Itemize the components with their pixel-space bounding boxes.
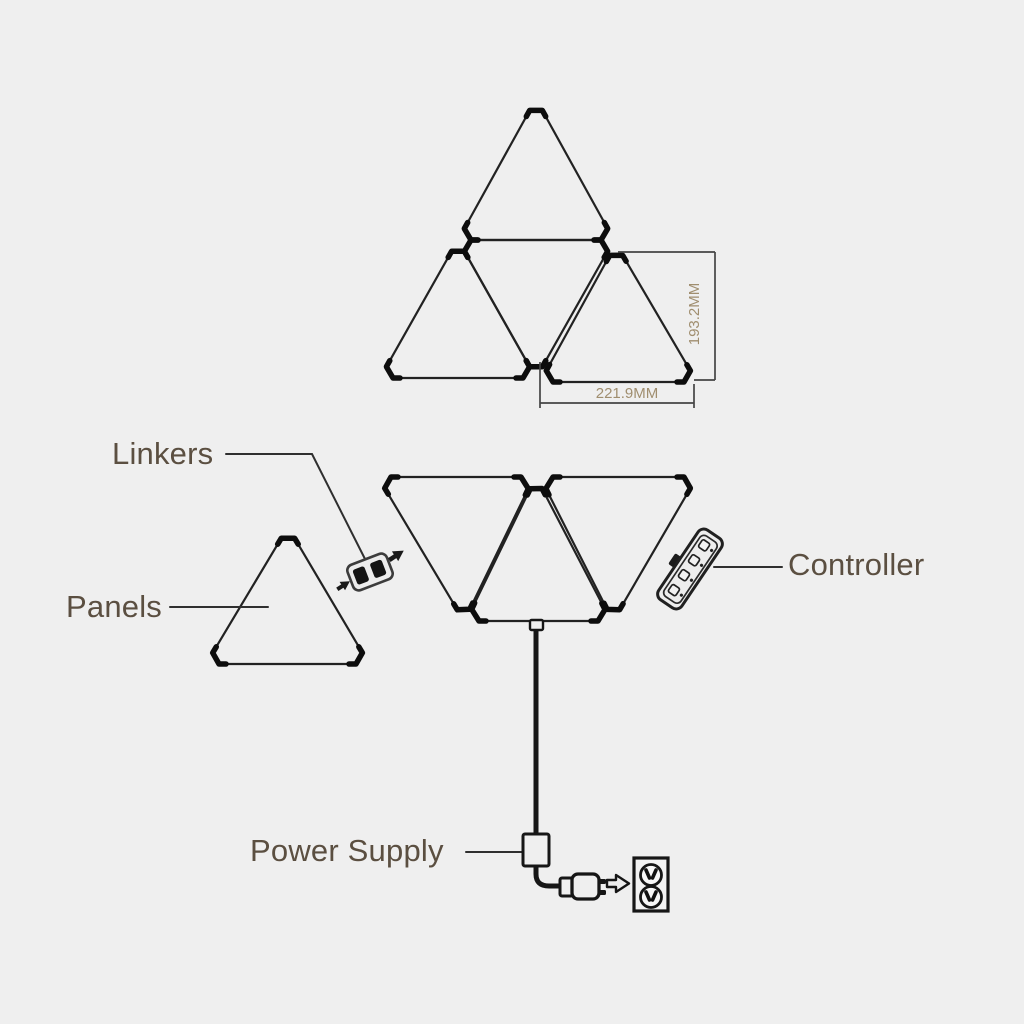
controller-body [656, 527, 724, 611]
light-panels-group [209, 107, 694, 667]
cable-connector [528, 618, 545, 632]
panel-corner-notch [603, 252, 629, 265]
panel-corner-notch [209, 644, 229, 667]
panel-corner-notch [601, 600, 626, 613]
outlet-socket-top [639, 863, 663, 887]
panel-corner-notch [674, 362, 694, 385]
panel-corner-notch [674, 474, 694, 498]
power-plug-icon [558, 872, 606, 901]
light-panel [543, 252, 694, 385]
light-panel [381, 474, 532, 613]
linker-icon [346, 552, 394, 592]
controller-buttons [667, 539, 711, 597]
power-supply-label: Power Supply [250, 833, 444, 868]
linkers-label: Linkers [112, 436, 214, 471]
controller-icon [656, 527, 724, 611]
controller-label: Controller [788, 547, 925, 582]
leader-lines [169, 453, 783, 853]
plug-prong-top [598, 879, 606, 884]
panel-corner-notch [445, 248, 471, 261]
plug-prong-bottom [598, 890, 606, 895]
controller-rim [662, 534, 719, 605]
panel-corner-notch [383, 357, 403, 381]
panel-width-dimension: 221.9MM [596, 385, 659, 402]
panel-corner-notch [543, 474, 563, 498]
dimension-lines [539, 251, 716, 408]
plug-direction-arrow-icon [605, 873, 631, 894]
power-brick-icon [521, 832, 551, 868]
insert-arrow-icon [336, 581, 350, 592]
panel-height-dimension: 193.2MM [686, 283, 703, 346]
panel-corner-notch [513, 357, 533, 381]
panels-label: Panels [66, 589, 162, 624]
plug-body [570, 872, 601, 901]
light-panel [383, 248, 533, 381]
power-cable-bend [533, 861, 564, 889]
panel-corner-notch [524, 485, 548, 498]
outlet-socket-slots [644, 868, 658, 902]
light-panel [468, 485, 608, 624]
controller-dots [679, 548, 714, 597]
panel-corner-notch [468, 600, 489, 624]
insert-arrow-icon [388, 550, 404, 562]
panel-corner-notch [543, 361, 563, 385]
panel-corner-notch [381, 474, 401, 497]
linker-body [346, 552, 394, 592]
linker-pad-right [370, 559, 387, 578]
linkers-leader-line [225, 453, 366, 560]
panel-corner-notch [591, 237, 611, 261]
linker-pad-left [352, 566, 369, 585]
light-panel [461, 237, 611, 370]
light-panel [209, 535, 366, 667]
wall-outlet-icon [632, 856, 670, 913]
panel-corner-notch [346, 644, 366, 667]
outlet-socket-bottom [639, 885, 663, 909]
panel-corner-notch [523, 107, 549, 120]
panel-corner-notch [274, 535, 301, 547]
light-panel [461, 107, 611, 243]
light-panel [543, 474, 694, 613]
